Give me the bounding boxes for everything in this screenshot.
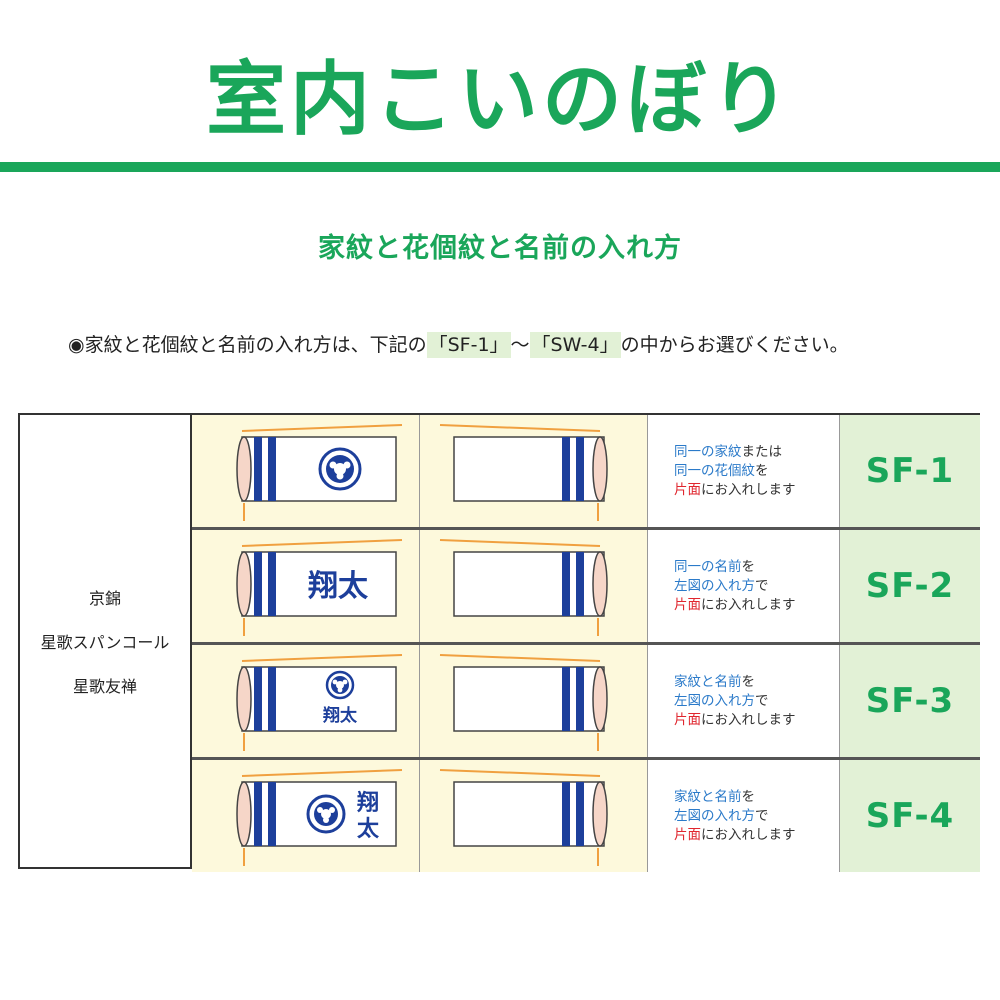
material-cell: 京錦 星歌スパンコール 星歌友禅 <box>20 415 192 867</box>
desc-fragment: 花個紋 <box>714 462 756 479</box>
desc-line: 家紋と名前を <box>674 673 839 692</box>
material-item: 星歌友禅 <box>72 677 137 696</box>
desc-fragment: にお入れします <box>701 481 796 498</box>
banner-name-text: 翔 <box>356 790 379 816</box>
note-wave: 〜 <box>510 334 530 356</box>
desc-fragment: にお入れします <box>701 596 796 613</box>
title-divider <box>0 162 1000 172</box>
desc-fragment: 左図の入れ方 <box>674 577 755 594</box>
desc-line: 片面にお入れします <box>674 596 839 615</box>
description-cell: 同一の名前を 左図の入れ方で 片面にお入れします <box>648 530 840 642</box>
section-subtitle: 家紋と花個紋と名前の入れ方 <box>318 233 682 264</box>
desc-fragment: にお入れします <box>701 711 796 728</box>
banner-back-cell <box>420 415 648 527</box>
description-cell: 家紋と名前を 左図の入れ方で 片面にお入れします <box>648 760 840 872</box>
desc-fragment: で <box>755 807 769 824</box>
description-cell: 家紋と名前を 左図の入れ方で 片面にお入れします <box>648 645 840 757</box>
desc-line: 同一の名前を <box>674 558 839 577</box>
note-code-from: 「SF-1」 <box>426 332 511 358</box>
koinobori-banner-back-icon <box>439 654 608 751</box>
table-row: 翔 太 家紋と名前を 左図の入れ方で 片面にお入れします SF-4 <box>192 760 980 872</box>
desc-fragment: にお入れします <box>701 826 796 843</box>
desc-fragment: を <box>741 788 756 805</box>
koinobori-banner-icon: 翔太 <box>236 654 403 751</box>
desc-fragment: 同一の <box>674 462 715 479</box>
desc-line: 同一の花個紋を <box>674 462 839 481</box>
material-item: 星歌スパンコール <box>40 633 170 652</box>
page-title: 室内こいのぼり <box>206 53 794 146</box>
desc-fragment: 左図の入れ方 <box>674 807 755 824</box>
option-code: SF-4 <box>840 760 980 872</box>
instruction-note: ◉家紋と花個紋と名前の入れ方は、下記の「SF-1」〜「SW-4」の中からお選びく… <box>68 330 849 358</box>
desc-line: 片面にお入れします <box>674 711 839 730</box>
row-divider <box>192 642 980 645</box>
koinobori-banner-back-icon <box>439 539 608 636</box>
desc-fragment: 同一の <box>674 443 715 460</box>
material-item: 京錦 <box>88 589 121 608</box>
banner-name-text: 翔太 <box>322 705 358 726</box>
koinobori-banner-icon <box>236 424 403 521</box>
option-code: SF-2 <box>840 530 980 642</box>
banner-name-text: 翔太 <box>308 569 369 604</box>
banner-front-cell <box>192 415 420 527</box>
desc-fragment: 左図の入れ方 <box>674 692 755 709</box>
koinobori-banner-icon: 翔 太 <box>236 769 403 866</box>
banner-front-cell: 翔 太 <box>192 760 420 872</box>
option-code: SF-3 <box>840 645 980 757</box>
banner-back-cell <box>420 760 648 872</box>
koinobori-banner-icon: 翔太 <box>236 539 403 636</box>
desc-fragment: 家紋と名前 <box>674 788 742 805</box>
desc-fragment: を <box>755 462 769 479</box>
row-divider <box>192 527 980 530</box>
banner-back-cell <box>420 645 648 757</box>
desc-line: 同一の家紋または <box>674 443 839 462</box>
banner-back-cell <box>420 530 648 642</box>
desc-fragment: 片面 <box>674 481 701 498</box>
note-code-to: 「SW-4」 <box>529 332 621 358</box>
banner-name-text: 太 <box>357 816 380 842</box>
desc-fragment: を <box>741 673 756 690</box>
row-divider <box>192 757 980 760</box>
note-prefix: ◉家紋と花個紋と名前の入れ方は、下記の <box>68 334 427 356</box>
family-crest-icon <box>318 447 362 491</box>
desc-fragment: 家紋と名前 <box>674 673 742 690</box>
desc-fragment: で <box>755 577 769 594</box>
layout-options-table: 京錦 星歌スパンコール 星歌友禅 <box>18 413 980 872</box>
desc-fragment: 片面 <box>674 711 701 728</box>
banner-front-cell: 翔太 <box>192 645 420 757</box>
desc-fragment: または <box>741 443 783 460</box>
desc-fragment: を <box>741 558 756 575</box>
koinobori-banner-back-icon <box>439 769 608 866</box>
family-crest-icon <box>306 794 346 834</box>
desc-fragment: 家紋 <box>714 443 742 460</box>
koinobori-banner-back-icon <box>439 424 608 521</box>
desc-line: 左図の入れ方で <box>674 692 839 711</box>
option-code: SF-1 <box>840 415 980 527</box>
desc-fragment: で <box>755 692 769 709</box>
note-suffix: の中からお選びください。 <box>620 334 849 356</box>
description-cell: 同一の家紋または 同一の花個紋を 片面にお入れします <box>648 415 840 527</box>
banner-front-cell: 翔太 <box>192 530 420 642</box>
desc-line: 家紋と名前を <box>674 788 839 807</box>
desc-line: 左図の入れ方で <box>674 807 839 826</box>
desc-line: 片面にお入れします <box>674 826 839 845</box>
table-row: 同一の家紋または 同一の花個紋を 片面にお入れします SF-1 <box>192 415 980 527</box>
table-row: 翔太 同一の名前を 左図の入れ方で 片面にお入れします SF-2 <box>192 530 980 642</box>
desc-line: 左図の入れ方で <box>674 577 839 596</box>
family-crest-icon <box>325 670 355 700</box>
desc-fragment: 同一の名前 <box>674 558 742 575</box>
table-row: 翔太 家紋と名前を 左図の入れ方で 片面にお入れします SF-3 <box>192 645 980 757</box>
desc-line: 片面にお入れします <box>674 481 839 500</box>
desc-fragment: 片面 <box>674 826 701 843</box>
desc-fragment: 片面 <box>674 596 701 613</box>
